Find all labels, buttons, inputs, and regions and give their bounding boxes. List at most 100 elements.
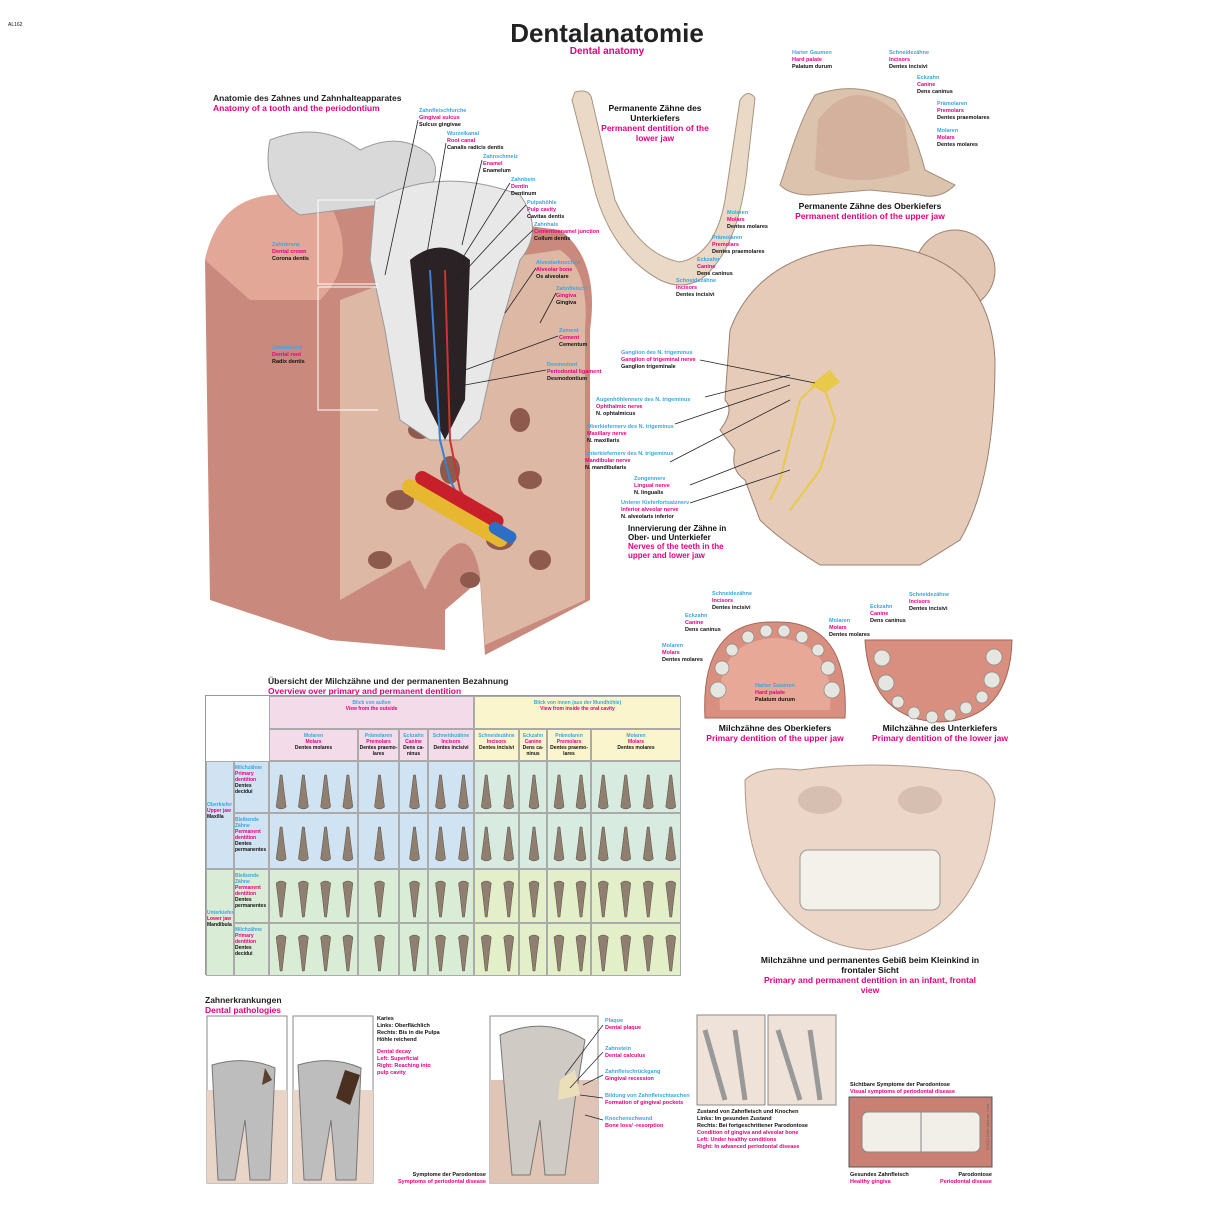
label-en: Premolars [937,108,964,114]
tooth-icon [503,880,515,918]
label-en: Cementoenamel junction [534,229,600,235]
tooth-icon [620,826,632,862]
tooth-cell [428,813,474,869]
visual-symptoms-caption: Sichtbare Symptome der Parodontose Visua… [850,1082,955,1096]
tooth-icon [620,934,632,972]
tooth-icons [480,826,515,862]
tooth-icon [374,880,385,918]
caption-en: Primary dentition of the upper jaw [706,733,844,743]
tooth-cell [428,761,474,813]
tooth-icon [597,826,609,862]
tooth-cell [474,761,519,813]
row-la: Dentes decidui [235,783,253,795]
tooth-icon [528,774,540,810]
label-de: Molaren [937,128,959,134]
tooth-icons [374,774,385,810]
column-header-en: Premolars [366,739,391,745]
column-header-la: Dentes molares [294,745,333,751]
label-de: Zahnfleischrückgang [605,1069,661,1075]
tooth-icon [409,934,420,972]
tooth-icon [528,880,540,918]
lower-jaw-caption: Permanente Zähne des Unterkiefers Perman… [600,103,710,143]
tooth-icon [409,826,420,862]
label-la: N. maxillaris [587,438,620,444]
caries-en-line: Dental decay [377,1049,411,1055]
tooth-icon [435,934,446,972]
infant-caption: Milchzähne und permanentes Gebiß beim Kl… [760,955,980,995]
label-de: Schneidezähne [676,278,717,284]
row-en: Primary dentition [235,771,257,783]
label-en: Hard palate [755,690,785,696]
label-la: Dentes molares [662,657,703,663]
column-header-de: Eckzahn [403,733,424,739]
label-de: Harter Gaumen [792,50,832,56]
column-header-en: Premolars [556,739,582,745]
column-header-la: Dens ca-ninus [522,745,544,757]
tooth-icon [575,934,587,972]
tooth-icon [597,880,609,918]
label-la: Palatum durum [755,697,796,703]
label-la: Dens caninus [685,627,721,633]
tooth-icon [480,880,492,918]
label-de: Eckzahn [685,613,708,619]
tooth-icons [553,934,587,972]
label-de: Zahnfleischfurche [419,108,467,114]
label-en: Periodontal disease [940,1179,992,1185]
jaw-la: Maxilla [207,814,224,820]
label-de: Eckzahn [917,75,940,81]
tooth-cell [519,923,547,976]
heading-en: Anatomy of a tooth and the periodontium [213,103,380,113]
label-de: Unterer Kieferfortsatznerv [621,500,690,506]
column-header-en: Incisors [441,739,461,745]
caption-en: Permanent dentition of the upper jaw [795,211,945,221]
tooth-cell [269,869,358,923]
label-de: Zahnbein [511,177,536,183]
caption-de-line: Zustand von Zahnfleisch und Knochen [697,1109,799,1115]
tooth-cell [428,923,474,976]
tooth-icons [374,934,385,972]
caries-en-line: Left: Superficial [377,1056,419,1062]
tooth-icon [342,880,354,918]
tooth-icons [275,934,354,972]
tooth-icons [275,826,354,862]
label-la: Palatum durum [792,64,833,70]
caries-de-line: Links: Oberflächlich [377,1023,430,1029]
label-en: Incisors [909,599,931,605]
label-de: Knochenschwund [605,1116,653,1122]
tooth-icon [665,880,677,918]
label-de: Ganglion des N. trigeminus [621,350,693,356]
tooth-icon [480,826,492,862]
caption-de: Milchzähne und permanentes Gebiß beim Kl… [760,955,980,975]
tooth-icon [575,826,587,862]
caries-de-line: Karies [377,1016,394,1022]
tooth-icon [575,774,587,810]
row-de: Milchzähne [235,765,262,771]
label-la: Corona dentis [272,256,309,262]
column-header-la: Dens ca-ninus [403,745,424,757]
caption-en-line: Right: In advanced periodontal disease [697,1144,800,1150]
tooth-icons [275,880,354,918]
label-en: Inferior alveolar nerve [621,507,679,513]
tooth-icon [458,880,469,918]
tooth-cell [428,869,474,923]
label-de: Pulpahöhle [527,200,557,206]
label-en: Dental plaque [605,1025,642,1031]
label-en: Formation of gingival pockets [605,1100,684,1106]
